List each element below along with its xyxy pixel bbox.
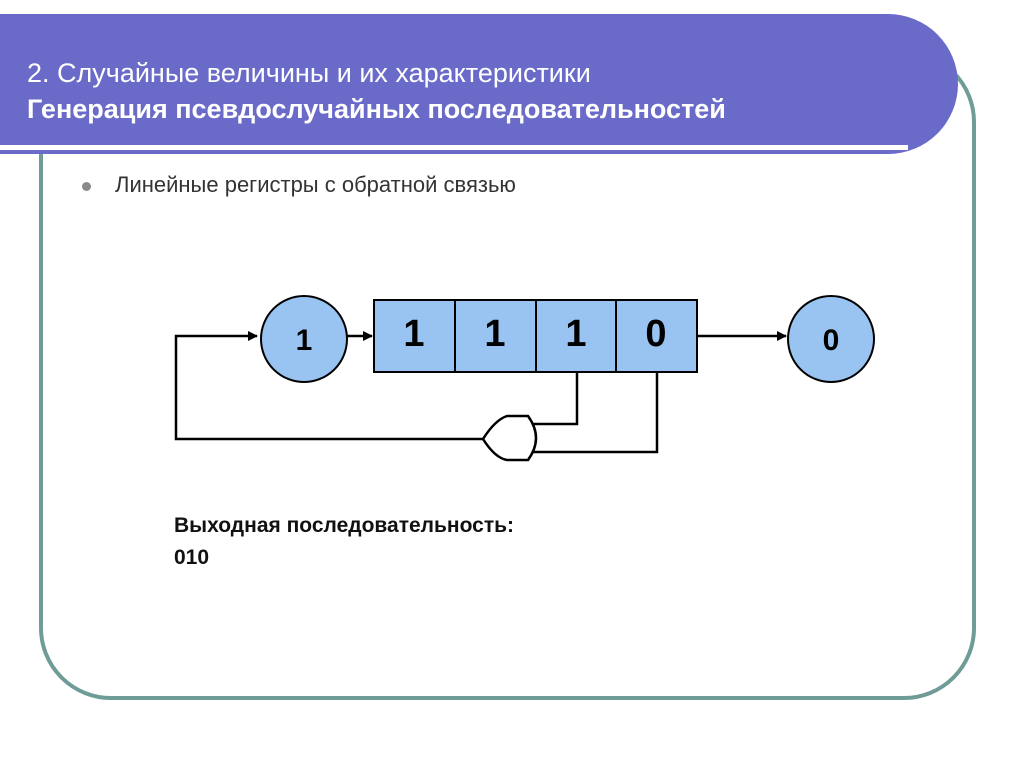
title-underline [0,145,908,150]
input-circle [260,295,348,383]
tap-wire-4 [520,372,659,454]
feedback-wire [174,331,483,441]
output-circle [787,295,875,383]
register-bit-2: 1 [484,313,505,355]
title-bar: 2. Случайные величины и их характеристик… [0,14,958,154]
output-sequence-value: 010 [174,546,210,569]
register-bit-4: 0 [645,313,666,355]
output-sequence-label: Выходная последовательность: [174,514,515,537]
slide-title: 2. Случайные величины и их характеристик… [27,58,591,88]
register-bit-3: 1 [565,313,586,355]
tap-wire-3 [520,372,579,426]
slide-subtitle: Генерация псевдослучайных последовательн… [27,94,726,124]
register-bit-1: 1 [403,313,424,355]
output-bit: 0 [823,324,840,357]
xor-gate-icon [481,414,538,462]
input-bit: 1 [296,324,313,357]
bullet-dot-icon [82,182,91,191]
bullet-text: Линейные регистры с обратной связью [115,172,516,197]
